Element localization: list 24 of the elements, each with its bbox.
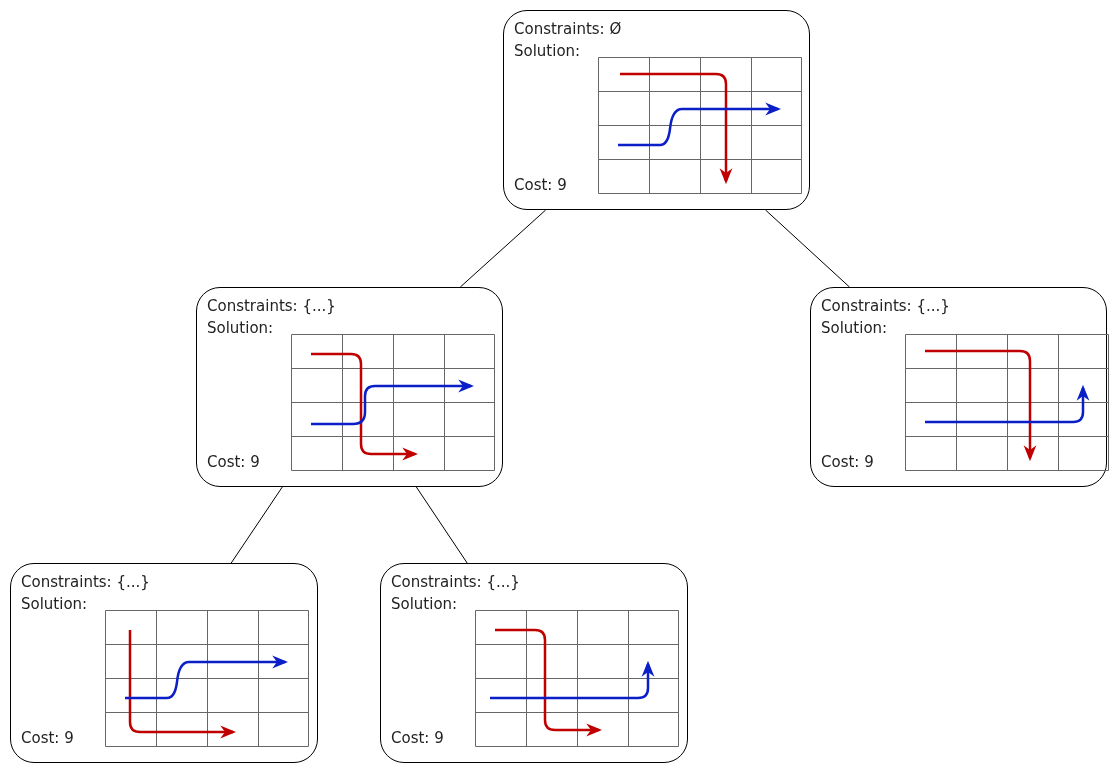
solution-label: Solution: xyxy=(207,319,274,337)
constraints-label: Constraints: {...} xyxy=(391,573,520,591)
connector-line xyxy=(765,209,850,288)
solution-label: Solution: xyxy=(21,595,88,613)
tree-node-box xyxy=(196,287,503,487)
constraints-label: Constraints: {...} xyxy=(821,297,950,315)
tree-node-box xyxy=(380,563,688,763)
cost-label: Cost: 9 xyxy=(21,729,74,747)
tree-node-box xyxy=(503,10,810,210)
connector-line xyxy=(230,486,283,564)
cost-label: Cost: 9 xyxy=(514,176,567,194)
cost-label: Cost: 9 xyxy=(391,729,444,747)
tree-node-box xyxy=(810,287,1107,487)
solution-label: Solution: xyxy=(391,595,458,613)
connector-line xyxy=(415,486,468,564)
solution-label: Solution: xyxy=(821,319,888,337)
tree-node-box xyxy=(10,563,318,763)
cost-label: Cost: 9 xyxy=(821,453,874,471)
constraints-label: Constraints: Ø xyxy=(514,20,622,38)
connector-line xyxy=(459,209,547,288)
constraints-label: Constraints: {...} xyxy=(207,297,336,315)
cost-label: Cost: 9 xyxy=(207,453,260,471)
constraints-label: Constraints: {...} xyxy=(21,573,150,591)
solution-label: Solution: xyxy=(514,42,581,60)
